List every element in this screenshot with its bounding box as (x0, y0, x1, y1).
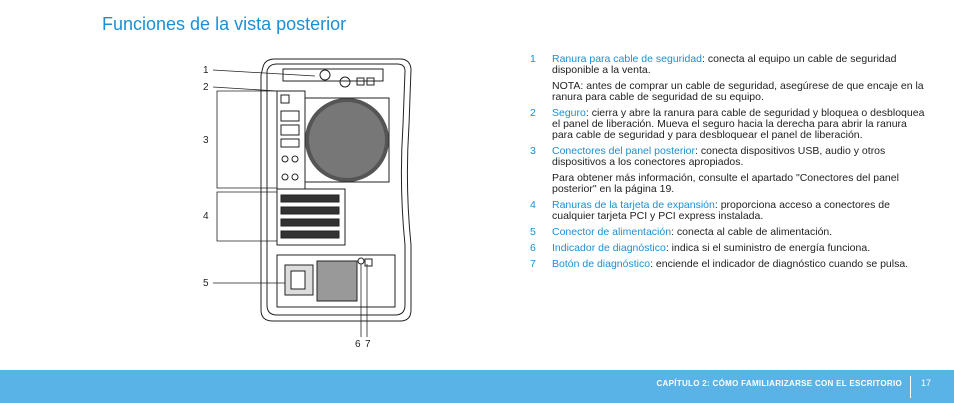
item-term: Seguro (552, 107, 586, 119)
callout-5: 5 (203, 278, 209, 289)
callout-2: 2 (203, 82, 209, 93)
item-term: Indicador de diagnóstico (552, 242, 666, 254)
item-number: 7 (530, 258, 536, 270)
callout-lines (212, 69, 368, 337)
page-footer: CAPÍTULO 2: CÓMO FAMILIARIZARSE CON EL E… (0, 370, 954, 403)
item-desc: : conecta dispositivos USB, audio y otro… (552, 145, 886, 168)
item-term: Conectores del panel posterior (552, 145, 696, 157)
callout-6: 6 (355, 339, 361, 350)
item-number: 5 (530, 226, 536, 238)
list-item: 7 Botón de diagnóstico: enciende el indi… (530, 259, 930, 270)
item-desc: : cierra y abre la ranura para cable de … (552, 107, 925, 141)
item-number: 2 (530, 107, 536, 119)
item-number: 1 (530, 53, 536, 65)
back-panel (276, 90, 306, 192)
power-supply (276, 254, 396, 308)
list-item: 4 Ranuras de la tarjeta de expansión: pr… (530, 200, 930, 222)
callout-4: 4 (203, 211, 209, 222)
item-desc: : proporciona acceso a conectores de cua… (552, 199, 890, 222)
item-desc: : enciende el indicador de diagnóstico c… (650, 258, 909, 270)
item-desc: : conecta al equipo un cable de segurida… (552, 53, 897, 76)
note-label: NOTA: (552, 80, 584, 92)
security-slot-area (282, 68, 384, 88)
item-number: 6 (530, 242, 536, 254)
fan-grille (304, 97, 390, 183)
item-number: 4 (530, 199, 536, 211)
expansion-slots (276, 188, 346, 246)
list-item: 6 Indicador de diagnóstico: indica si el… (530, 243, 930, 254)
list-item: 1 Ranura para cable de seguridad: conect… (530, 54, 930, 103)
list-item: 2 Seguro: cierra y abre la ranura para c… (530, 108, 930, 141)
item-term: Botón de diagnóstico (552, 258, 651, 270)
computer-rear-diagram: 1 2 3 4 5 6 7 (203, 58, 412, 350)
list-item: 3 Conectores del panel posterior: conect… (530, 146, 930, 195)
extra-para: Para obtener más información, consulte e… (552, 172, 899, 195)
item-term: Ranuras de la tarjeta de expansión (552, 199, 715, 211)
callout-3: 3 (203, 135, 209, 146)
callout-1: 1 (203, 65, 209, 76)
item-term: Conector de alimentación (552, 226, 672, 238)
list-item: 5 Conector de alimentación: conecta al c… (530, 227, 930, 238)
case-outline (260, 58, 412, 322)
chapter-title: CAPÍTULO 2: CÓMO FAMILIARIZARSE CON EL E… (656, 379, 902, 388)
callout-numbers: 1 2 3 4 5 6 7 (203, 65, 371, 350)
note-para: NOTA: antes de comprar un cable de segur… (552, 81, 930, 103)
item-desc: : indica si el suministro de energía fun… (665, 242, 871, 254)
note-text: antes de comprar un cable de seguridad, … (552, 80, 924, 103)
callout-7: 7 (365, 339, 371, 350)
feature-list: 1 Ranura para cable de seguridad: conect… (530, 54, 930, 275)
item-term: Ranura para cable de seguridad (552, 53, 703, 65)
item-desc: : conecta al cable de alimentación. (671, 226, 833, 238)
footer-divider (910, 376, 911, 398)
item-number: 3 (530, 145, 536, 157)
page-number: 17 (921, 378, 932, 388)
page-title: Funciones de la vista posterior (102, 14, 347, 34)
